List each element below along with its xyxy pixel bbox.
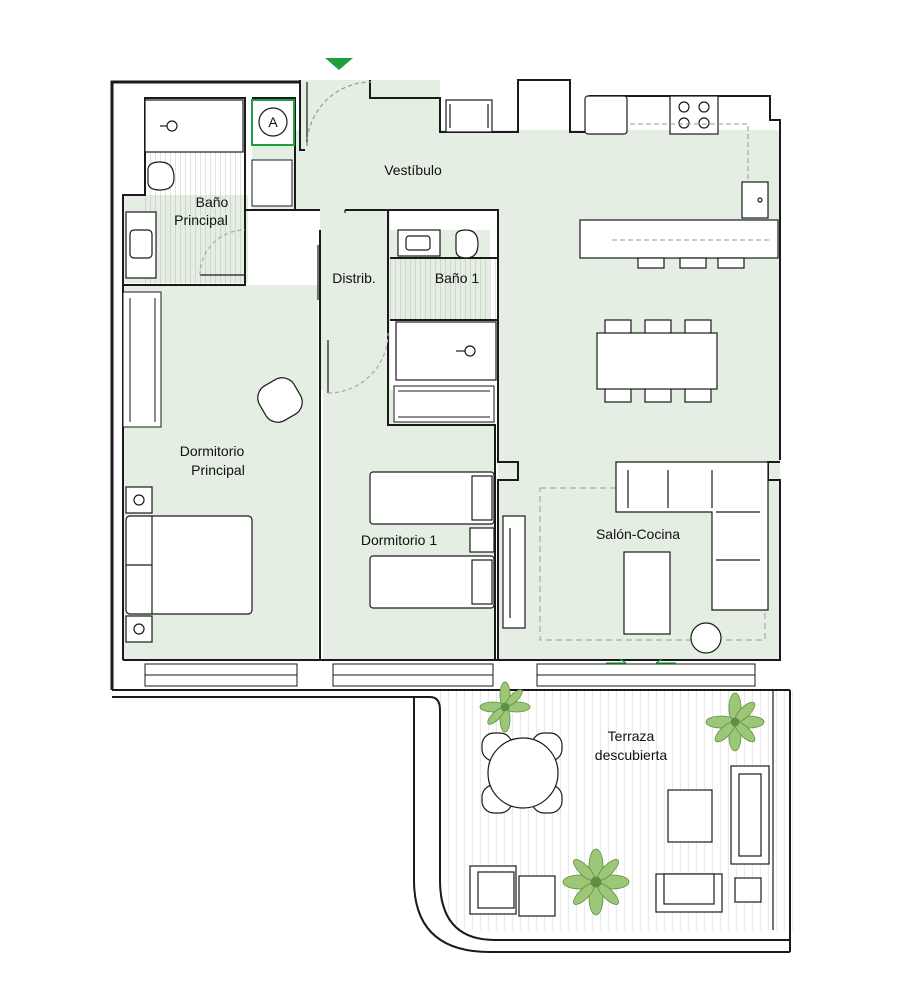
entry-door [306, 81, 372, 147]
wardrobe-principal [122, 291, 162, 428]
facade-windows [144, 663, 756, 687]
label-bano-1: Baño 1 [435, 270, 480, 286]
dining-table [596, 319, 718, 403]
distrib-doors [317, 210, 389, 394]
double-bed [125, 486, 253, 643]
label-vestibulo: Vestíbulo [384, 162, 442, 178]
meter-label: A [268, 114, 278, 130]
label-dormitorio-principal-2: Principal [191, 462, 245, 478]
exterior-wall-thick [110, 80, 300, 690]
bathroom-1-tiles [390, 258, 498, 320]
single-beds [369, 471, 495, 609]
meter-circle [258, 107, 288, 137]
wardrobe-dormitorio-1 [393, 385, 495, 423]
kitchen-upper-cabinets [612, 123, 770, 241]
label-terraza-1: Terraza [608, 728, 655, 744]
closet-unit [251, 159, 293, 207]
room-labels: Vestíbulo Baño Principal Distrib. Baño 1… [174, 162, 680, 763]
terrace-lounge-set [469, 765, 770, 917]
entry-marker-icon [325, 58, 353, 70]
label-dormitorio-principal-1: Dormitorio [180, 443, 245, 459]
label-dormitorio-1: Dormitorio 1 [361, 532, 437, 548]
bathroom-1-fixtures [395, 229, 497, 381]
bathroom-principal-fixtures [125, 99, 246, 279]
window-arrows [606, 658, 676, 664]
label-terraza-2: descubierta [595, 747, 668, 763]
label-bano-principal-1: Baño [196, 194, 229, 210]
living-furniture [502, 461, 769, 654]
label-salon-cocina: Salón-Cocina [596, 526, 680, 542]
kitchen [445, 95, 779, 269]
label-bano-principal-2: Principal [174, 212, 228, 228]
plant-icons [479, 681, 765, 916]
armchair [257, 377, 303, 423]
terrace-dining-set [481, 732, 563, 814]
label-distrib: Distrib. [332, 270, 376, 286]
